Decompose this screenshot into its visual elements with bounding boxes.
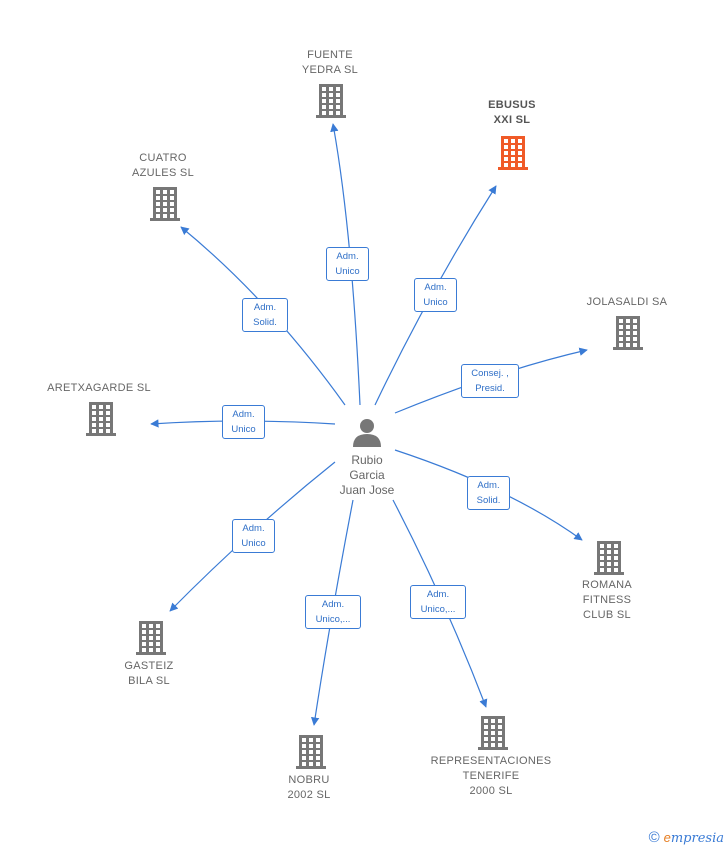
company-name-nobru[interactable]: NOBRU 2002 SL <box>287 774 331 801</box>
building-icon[interactable] <box>86 402 116 436</box>
relation-label-line: Unico,... <box>315 614 351 625</box>
relation-label-line: Presid. <box>475 383 505 394</box>
relation-label-gasteiz[interactable]: Adm. Unico <box>232 519 275 553</box>
relation-label-cuatro[interactable]: Adm. Solid. <box>242 298 288 332</box>
building-icon[interactable] <box>136 621 166 655</box>
brand-name: mpresia <box>670 831 724 846</box>
company-name-ebusus[interactable]: EBUSUS XXI SL <box>488 99 536 126</box>
relation-label-line: Adm. <box>253 302 277 313</box>
relation-label-nobru[interactable]: Adm. Unico,... <box>305 595 361 629</box>
building-icon[interactable] <box>613 316 643 350</box>
relation-label-fuente[interactable]: Adm. Unico <box>326 247 369 281</box>
relation-label-line: Unico <box>423 297 448 308</box>
relation-label-aretxa[interactable]: Adm. Unico <box>222 405 265 439</box>
company-name-cuatro[interactable]: CUATRO AZULES SL <box>131 152 194 179</box>
building-icon[interactable] <box>594 541 624 575</box>
company-name-romana[interactable]: ROMANA FITNESS CLUB SL <box>581 578 633 621</box>
copyright-icon: © <box>648 829 660 846</box>
company-name-repre[interactable]: REPRESENTACIONES TENERIFE 2000 SL <box>430 754 552 797</box>
company-name-aretxa[interactable]: ARETXAGARDE SL <box>47 381 151 394</box>
relation-label-line: Solid. <box>253 317 277 328</box>
relation-label-line: Unico <box>241 538 266 549</box>
relation-label-repre[interactable]: Adm. Unico,... <box>410 585 466 619</box>
relation-label-line: Unico,... <box>420 604 456 615</box>
relation-label-line: Unico <box>335 266 360 277</box>
relation-label-line: Adm. <box>426 589 450 600</box>
person-name[interactable]: Rubio Garcia Juan Jose <box>339 453 395 497</box>
building-icon[interactable] <box>478 716 508 750</box>
building-icon[interactable] <box>498 136 528 170</box>
relation-label-line: Unico <box>231 424 256 435</box>
relation-label-line: Adm. <box>424 282 447 293</box>
company-name-fuente[interactable]: FUENTE YEDRA SL <box>301 49 359 76</box>
relation-label-line: Solid. <box>476 495 501 506</box>
relation-label-line: Consej. , <box>471 368 509 379</box>
building-icon[interactable] <box>296 735 326 769</box>
building-icon[interactable] <box>150 187 180 221</box>
relation-label-jolasaldi[interactable]: Consej. , Presid. <box>461 364 519 398</box>
relation-label-line: Adm. <box>242 523 265 534</box>
relation-label-line: Adm. <box>336 251 359 262</box>
building-icon[interactable] <box>316 84 346 118</box>
relation-label-line: Adm. <box>232 409 255 420</box>
relation-label-romana[interactable]: Adm. Solid. <box>467 476 510 510</box>
relation-label-ebusus[interactable]: Adm. Unico <box>414 278 457 312</box>
relation-label-line: Adm. <box>477 480 500 491</box>
company-name-gasteiz[interactable]: GASTEIZ BILA SL <box>124 660 174 687</box>
brand-initial: e <box>663 830 671 845</box>
footer-brand[interactable]: ©empresia <box>649 829 724 846</box>
person-icon[interactable] <box>353 419 381 447</box>
company-name-jolasaldi[interactable]: JOLASALDI SA <box>586 295 668 308</box>
relation-label-line: Adm. <box>321 599 345 610</box>
